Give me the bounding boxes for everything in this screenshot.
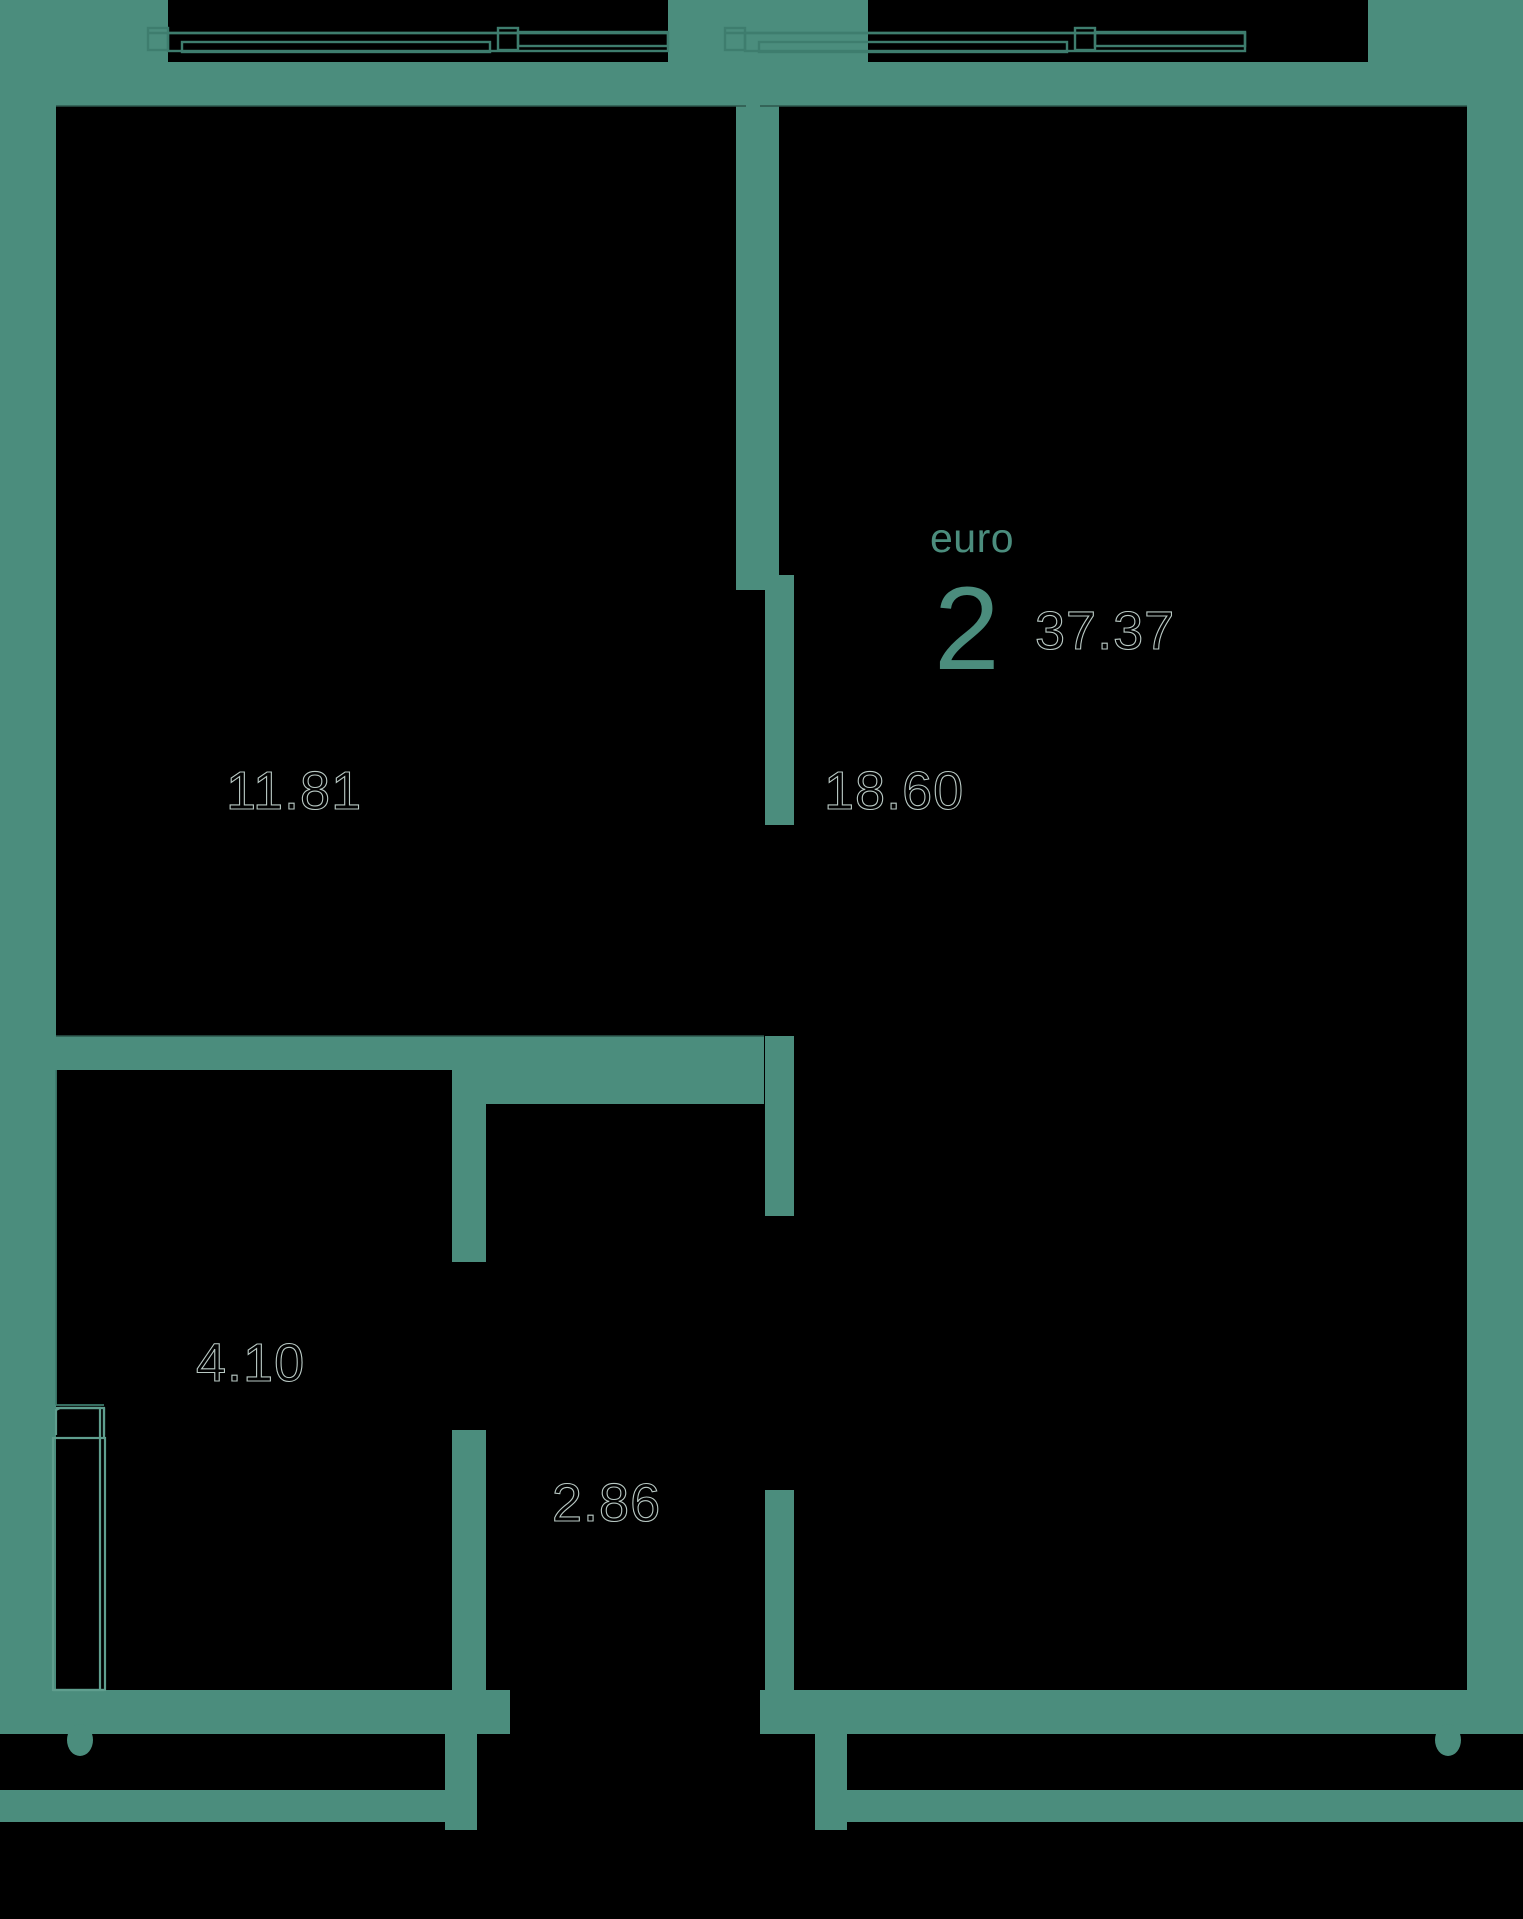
window-left-sash	[516, 30, 670, 48]
balcony-right-top-rail	[760, 1690, 1523, 1734]
wall-hall-kitchen-divider-upper	[765, 1036, 794, 1216]
wall-living-bath-divider	[56, 1036, 764, 1070]
wall-edge-hairline-left	[55, 1070, 104, 1406]
bathroom-door	[51, 1406, 107, 1692]
window-right-sash	[1093, 30, 1247, 48]
wall-top-right-stub	[1368, 0, 1523, 62]
balcony-right-door-knob	[1435, 1724, 1461, 1756]
wall-bottom-left-pier	[445, 1690, 499, 1734]
balcony-left-door-knob	[67, 1724, 93, 1756]
wall-bath-hall-divider-2	[452, 1430, 486, 1724]
interior-hairlines	[56, 105, 1467, 1037]
wall-central-divider-upper	[736, 0, 779, 590]
wall-exterior-left	[0, 62, 56, 1724]
wall-group	[0, 0, 1523, 1830]
bathroom-door-leaf	[53, 1438, 104, 1692]
wall-central-divider-lower	[765, 575, 794, 825]
wall-top-band-right	[760, 62, 1467, 106]
balcony-right-bottom-rail	[815, 1790, 1523, 1822]
wall-bath-hall-divider	[452, 1070, 486, 1262]
wall-top-left-stub	[0, 0, 168, 62]
balcony-left-bottom-rail	[0, 1790, 455, 1822]
wall-top-band-left	[56, 62, 746, 106]
wall-hall-kitchen-divider-lower	[765, 1490, 794, 1724]
wall-hall-top-stub	[486, 1070, 764, 1104]
wall-exterior-right	[1467, 62, 1523, 1724]
